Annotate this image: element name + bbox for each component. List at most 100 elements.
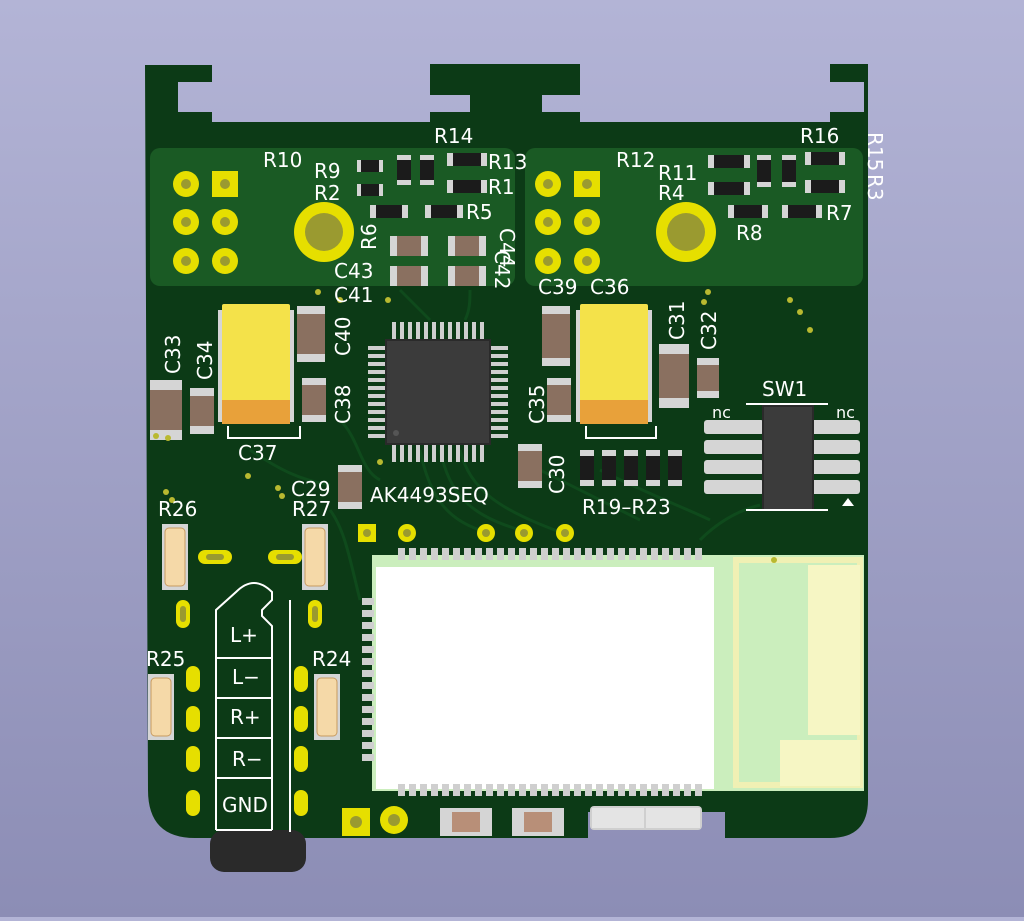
via	[385, 297, 391, 303]
cap-c38	[302, 378, 326, 422]
via	[377, 459, 383, 465]
resistor-array-top-right	[708, 152, 845, 218]
label-c31: C31	[665, 301, 689, 340]
via	[153, 433, 159, 439]
module-pin	[442, 548, 449, 560]
module-pin	[596, 548, 603, 560]
ic-pin	[408, 322, 412, 340]
mounting-hole-right	[656, 202, 716, 262]
module-pin	[409, 784, 416, 796]
module-pin	[362, 754, 374, 761]
ic-pin	[456, 322, 460, 340]
via	[771, 557, 777, 563]
module-pin	[541, 548, 548, 560]
bottom-pads	[342, 806, 408, 836]
via	[163, 489, 169, 495]
ic-pin	[464, 444, 468, 462]
ic-pin	[448, 322, 452, 340]
led-2	[512, 808, 564, 836]
switch-sw1	[704, 403, 860, 511]
module-pin	[574, 548, 581, 560]
label-c44: C44	[495, 228, 519, 267]
bluetooth-module	[362, 548, 864, 796]
label-c38: C38	[331, 385, 355, 424]
module-pin	[409, 548, 416, 560]
module-pin	[585, 784, 592, 796]
silkscreen-labels: R14 R10 R9 R13 R2 R1 R5 R6 C44 C42 C43 C…	[146, 124, 887, 817]
via	[315, 289, 321, 295]
ic-pin	[490, 354, 508, 358]
jack-label-l-minus: L−	[232, 665, 260, 689]
label-r26: R26	[158, 497, 197, 521]
module-pin	[464, 548, 471, 560]
ic-pin	[440, 444, 444, 462]
audio-jack-footprint	[215, 582, 291, 832]
module-pin	[508, 548, 515, 560]
ic-pin	[490, 378, 508, 382]
label-r4: R4	[658, 181, 685, 205]
cap-c32	[697, 358, 719, 398]
header-left	[173, 171, 238, 274]
module-pin	[486, 548, 493, 560]
ic-pin	[490, 410, 508, 414]
cap-c34	[190, 388, 214, 434]
resistor-r26	[162, 524, 188, 590]
module-pin	[362, 670, 374, 677]
label-sw1: SW1	[762, 377, 807, 401]
ic-pin	[490, 386, 508, 390]
ic-pin	[448, 444, 452, 462]
module-pin	[662, 784, 669, 796]
module-pin	[420, 548, 427, 560]
module-pin	[607, 784, 614, 796]
ic-pin	[490, 394, 508, 398]
module-pin	[530, 548, 537, 560]
module-pin	[431, 784, 438, 796]
module-pin	[684, 784, 691, 796]
module-pin	[541, 784, 548, 796]
ic-pin	[368, 346, 386, 350]
usb-connector	[590, 806, 702, 830]
module-pin	[362, 646, 374, 653]
cap-c29	[338, 465, 362, 509]
label-c29: C29	[291, 477, 330, 501]
module-pin	[519, 784, 526, 796]
label-r11: R11	[658, 161, 697, 185]
via	[705, 289, 711, 295]
ic-pin	[432, 322, 436, 340]
ic-pin	[400, 322, 404, 340]
label-c36: C36	[590, 275, 629, 299]
audio-jack-barrel	[210, 830, 306, 872]
via	[807, 327, 813, 333]
label-r12: R12	[616, 148, 655, 172]
module-pin	[519, 548, 526, 560]
label-r7: R7	[826, 201, 853, 225]
module-pin	[497, 784, 504, 796]
label-c34: C34	[193, 341, 217, 380]
label-r19-r23: R19–R23	[582, 495, 671, 519]
module-pin	[640, 784, 647, 796]
module-pin	[497, 548, 504, 560]
ic-pin	[490, 418, 508, 422]
module-pin	[508, 784, 515, 796]
module-pin	[362, 682, 374, 689]
module-pin	[464, 784, 471, 796]
ic-pin	[490, 426, 508, 430]
module-pin	[574, 784, 581, 796]
module-pin	[398, 784, 405, 796]
label-r8: R8	[736, 221, 763, 245]
module-pin	[442, 784, 449, 796]
label-r15: R15	[863, 132, 887, 171]
ic-pin	[432, 444, 436, 462]
via	[165, 435, 171, 441]
ic-pin	[490, 370, 508, 374]
ic-pin	[368, 362, 386, 366]
via	[275, 485, 281, 491]
resistor-r27	[302, 524, 328, 590]
label-ak4493: AK4493SEQ	[370, 483, 489, 507]
cap-c31	[659, 344, 689, 408]
module-pin	[662, 548, 669, 560]
ic-pin	[368, 410, 386, 414]
module-pin	[607, 548, 614, 560]
module-pin	[453, 784, 460, 796]
